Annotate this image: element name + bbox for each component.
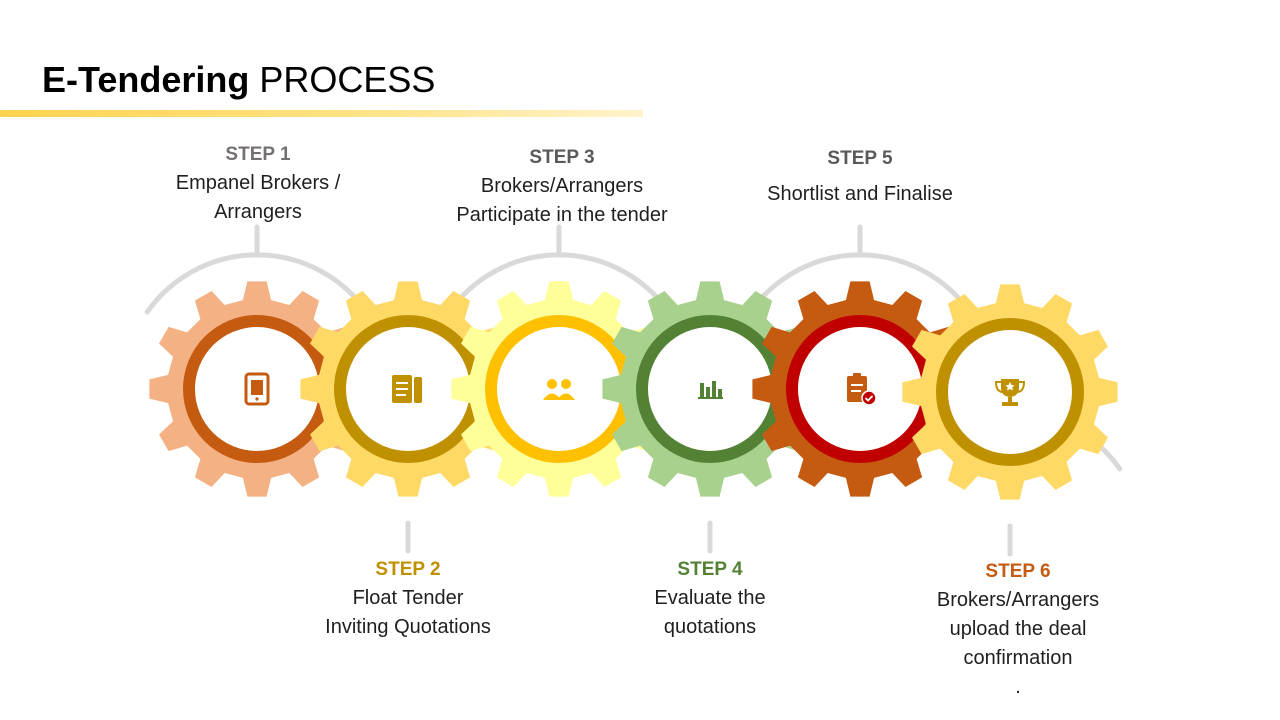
title-rest: PROCESS [259, 59, 436, 100]
gear-step-1 [149, 281, 365, 497]
step-4-label: STEP 4 Evaluate the quotations [654, 555, 765, 642]
step-heading: STEP 5 [827, 148, 893, 169]
gear-step-5 [752, 281, 968, 497]
clipboard-check-icon [847, 373, 877, 406]
step-description: Brokers/Arrangers upload the deal confir… [936, 589, 1100, 698]
title-bold: E-Tendering [42, 59, 250, 100]
step-heading: STEP 3 [529, 147, 595, 168]
page-title: E-Tendering PROCESS [42, 58, 435, 102]
step-description: Float Tender Inviting Quotations [325, 587, 491, 638]
gear-step-6 [902, 284, 1118, 500]
step-2-label: STEP 2 Float Tender Inviting Quotations [325, 555, 491, 642]
gear-step-4 [602, 281, 818, 497]
step-heading: STEP 4 [677, 559, 743, 580]
step-heading: STEP 1 [225, 144, 291, 165]
step-heading: STEP 2 [375, 559, 441, 580]
gears [149, 281, 1118, 500]
step-6-label: STEP 6 Brokers/Arrangers upload the deal… [937, 557, 1099, 702]
gear-center [497, 327, 621, 451]
gear-step-3 [451, 281, 667, 497]
users-icon [543, 379, 575, 400]
step-description: Brokers/Arrangers Participate in the ten… [456, 175, 668, 226]
tender-documents-icon [392, 375, 422, 403]
step-description: Shortlist and Finalise [767, 183, 953, 205]
step-heading: STEP 6 [985, 561, 1051, 582]
title-underline [0, 110, 643, 117]
tablet-icon [244, 372, 270, 406]
bar-chart-icon [698, 381, 723, 399]
step-1-label: STEP 1 Empanel Brokers / Arrangers [176, 140, 341, 227]
gear-step-2 [300, 281, 516, 497]
step-3-label: STEP 3 Brokers/Arrangers Participate in … [456, 143, 667, 230]
step-description: Evaluate the quotations [654, 587, 766, 638]
trophy-icon [994, 379, 1026, 406]
step-5-label: STEP 5 Shortlist and Finalise [767, 144, 953, 209]
step-description: Empanel Brokers / Arrangers [175, 172, 341, 223]
